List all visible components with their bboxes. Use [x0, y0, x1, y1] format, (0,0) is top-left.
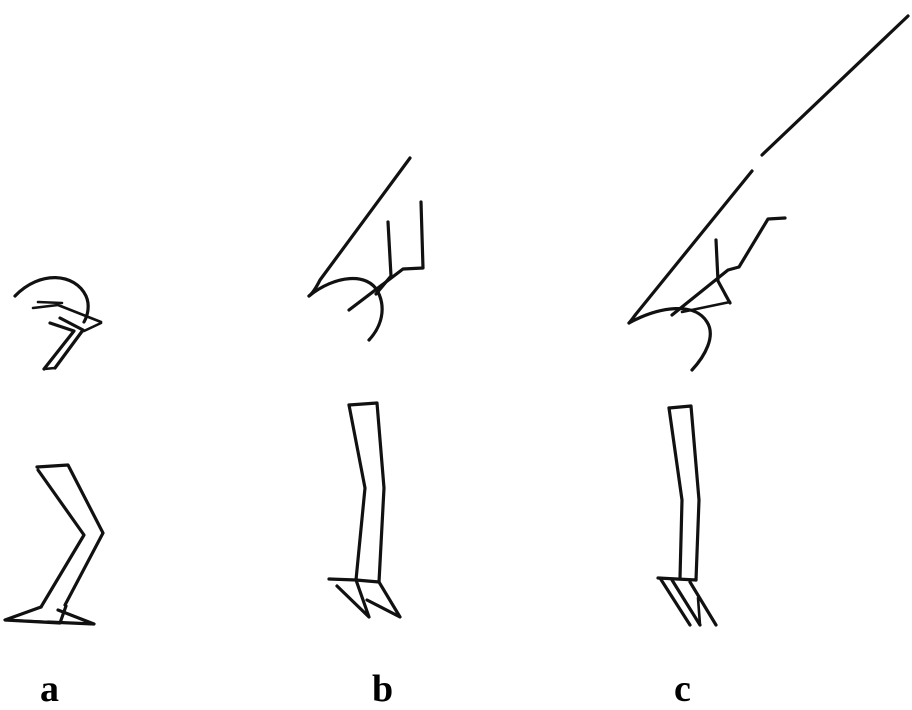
panel-c-upper-part	[629, 16, 908, 370]
panel-a-figure	[5, 278, 103, 624]
panel-c-lower-leg	[658, 406, 716, 625]
panel-label-a: a	[40, 670, 59, 708]
panel-label-b: b	[372, 670, 393, 708]
panel-b-figure	[309, 158, 423, 617]
panel-b-lower-leg	[329, 403, 400, 617]
panel-b-upper-part	[309, 158, 423, 340]
panel-label-c: c	[674, 670, 691, 708]
panel-a-lower-leg	[5, 465, 103, 624]
panel-a-upper-part	[15, 278, 101, 369]
panel-c-figure	[629, 16, 908, 625]
